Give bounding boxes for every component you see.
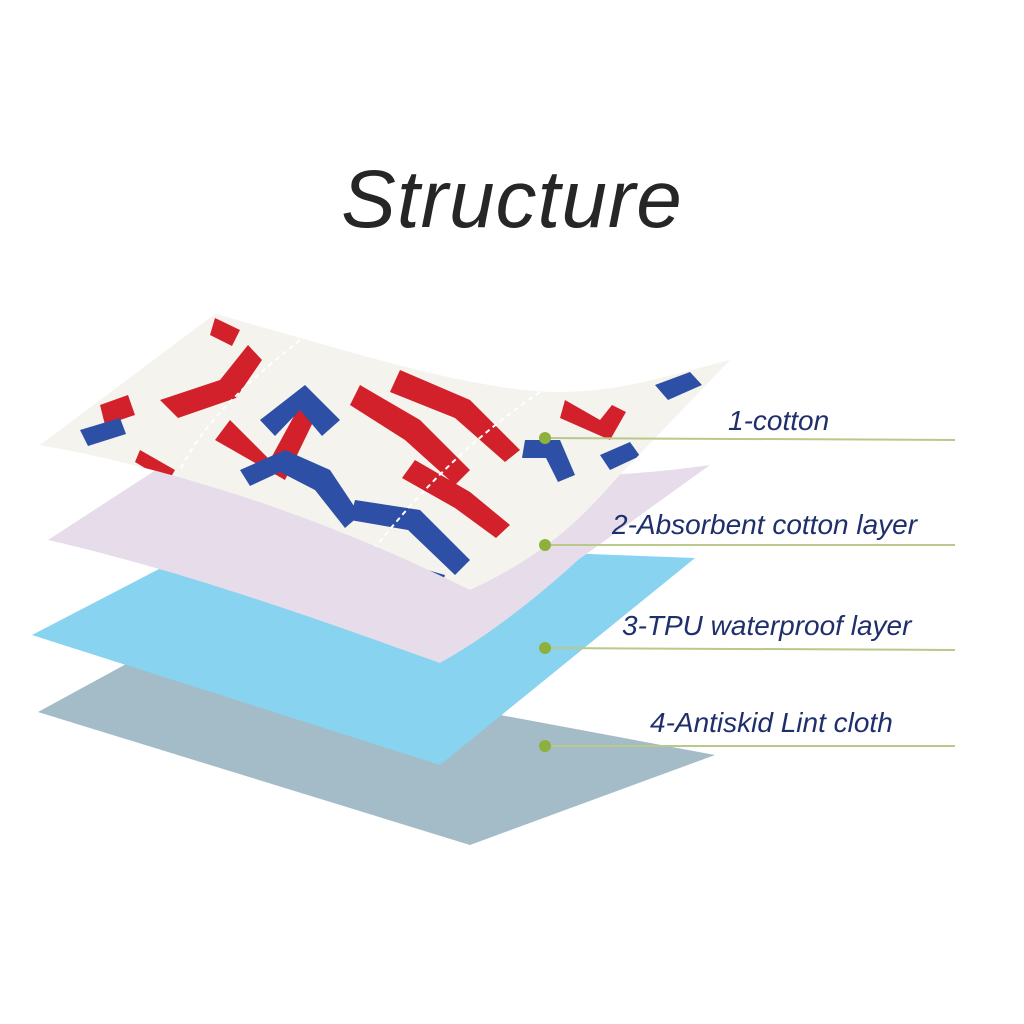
layer-4-label: 4-Antiskid Lint cloth — [650, 707, 893, 738]
pointer-4 — [539, 740, 955, 752]
pointer-1 — [539, 432, 956, 444]
layer-2-label: 2-Absorbent cotton layer — [612, 509, 918, 540]
layer-1-label: 1-cotton — [728, 405, 830, 436]
page-title: Structure — [341, 154, 683, 245]
pointer-3 — [539, 642, 956, 654]
layer-4-sheet — [38, 650, 715, 845]
pointer-2 — [539, 539, 955, 551]
layer-3-label: 3-TPU waterproof layer — [622, 610, 912, 641]
